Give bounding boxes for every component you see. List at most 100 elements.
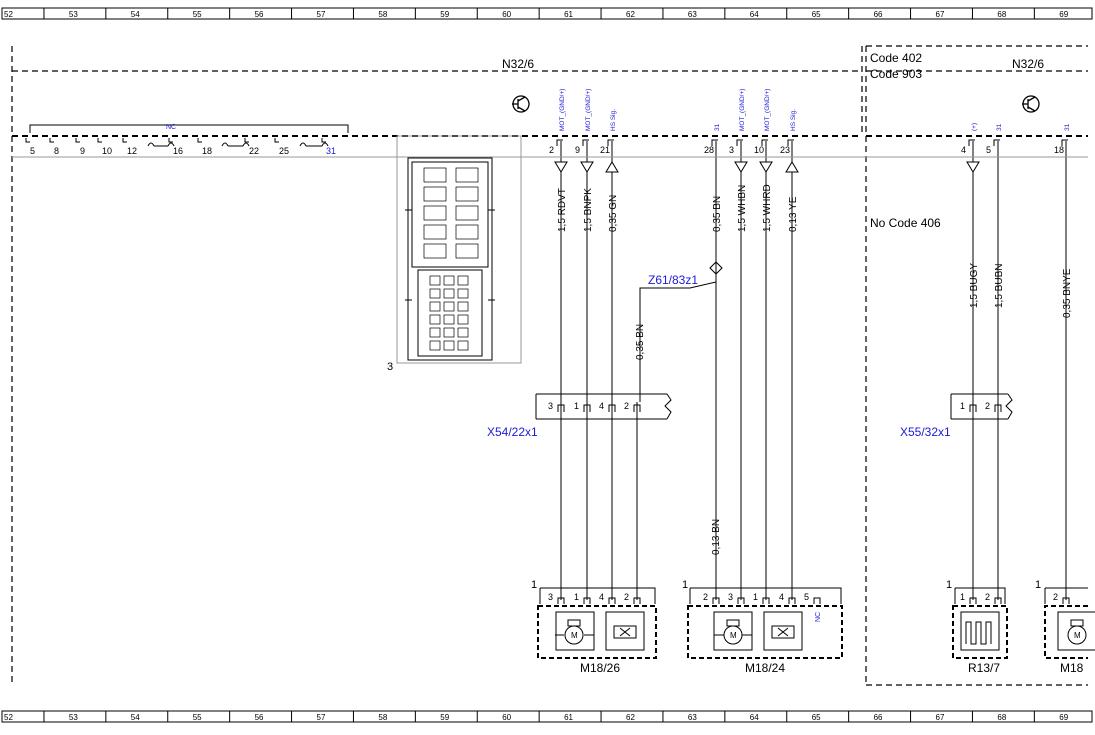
connector-x54 bbox=[535, 393, 672, 420]
pin-number: 2 bbox=[624, 592, 629, 602]
grid-label: 69 bbox=[1059, 10, 1068, 19]
pin-number: 4 bbox=[779, 592, 784, 602]
connector-x55 bbox=[950, 393, 1013, 420]
grid-label: 58 bbox=[378, 713, 387, 722]
grid-label: 67 bbox=[936, 10, 945, 19]
signal-label: 31 bbox=[996, 123, 1003, 131]
grid-label: 68 bbox=[997, 10, 1006, 19]
component-m18-26-label: M18/26 bbox=[580, 661, 620, 675]
grid-label: 59 bbox=[440, 10, 449, 19]
component-m18-right-ref: 1 bbox=[1035, 579, 1041, 591]
pin-number: 2 bbox=[1053, 592, 1058, 602]
grid-label: 54 bbox=[131, 713, 140, 722]
grid-label: 64 bbox=[750, 10, 759, 19]
no-code-406-label: No Code 406 bbox=[870, 216, 941, 230]
splice-wire-down: 0,35 BN bbox=[635, 324, 646, 360]
signal-label: MOT_(GND/+) bbox=[739, 89, 746, 131]
connector-x54-label: X54/22x1 bbox=[487, 425, 538, 439]
grid-label: 52 bbox=[4, 10, 13, 19]
pin-number: 3 bbox=[548, 401, 553, 411]
grid-label: 68 bbox=[997, 713, 1006, 722]
signal-label: MOT_(GND/+) bbox=[559, 89, 566, 131]
grid-label: 63 bbox=[688, 713, 697, 722]
grid-label: 64 bbox=[750, 713, 759, 722]
grid-label: 57 bbox=[317, 713, 326, 722]
grid-label: 53 bbox=[69, 713, 78, 722]
signal-label: 31 bbox=[714, 123, 721, 131]
pin-number: 5 bbox=[30, 146, 35, 156]
pin-number: 23 bbox=[780, 145, 790, 155]
signal-label: MOT_(GND/+) bbox=[764, 89, 771, 131]
grid-label: 55 bbox=[193, 10, 202, 19]
grid-label: 65 bbox=[812, 10, 821, 19]
motor-icon: M bbox=[730, 631, 737, 640]
transistor-icon bbox=[1022, 95, 1040, 113]
splice-label: Z61/83z1 bbox=[648, 273, 698, 287]
grid-label: 56 bbox=[255, 713, 264, 722]
connector-x55-label: X55/32x1 bbox=[900, 425, 951, 439]
pin-number: 4 bbox=[961, 145, 966, 155]
pin-number: 9 bbox=[575, 145, 580, 155]
pin-number: 1 bbox=[574, 401, 579, 411]
module-border-right bbox=[865, 45, 1088, 686]
grid-label: 60 bbox=[502, 10, 511, 19]
pin-number: 10 bbox=[754, 145, 764, 155]
component-r13-7-label: R13/7 bbox=[968, 661, 1000, 675]
wire-color-label: 1,5 BNPK bbox=[583, 188, 594, 232]
wire-color-label: 0,35 GN bbox=[608, 195, 619, 232]
wire-color-label: 1,5 BUBN bbox=[994, 264, 1005, 308]
grid-label: 61 bbox=[564, 713, 573, 722]
pin-number: 1 bbox=[574, 592, 579, 602]
component-m18-26-ref: 1 bbox=[531, 579, 537, 591]
connector-3-housing bbox=[396, 135, 522, 364]
signal-label: HS Sig. bbox=[790, 109, 797, 131]
pin-number: 2 bbox=[624, 401, 629, 411]
module-name-left: N32/6 bbox=[502, 57, 534, 71]
grid-label: 60 bbox=[502, 713, 511, 722]
grid-label: 62 bbox=[626, 10, 635, 19]
grid-label: 69 bbox=[1059, 713, 1068, 722]
module-name-right: N32/6 bbox=[1012, 57, 1044, 71]
pin-number: 1 bbox=[753, 592, 758, 602]
component-m18-24 bbox=[687, 587, 843, 659]
wire-color-label: 0,35 BNYE bbox=[1062, 268, 1073, 318]
pin-number: 3 bbox=[729, 145, 734, 155]
grid-label: 58 bbox=[378, 10, 387, 19]
pin-number: 21 bbox=[600, 145, 610, 155]
splice-wire-low: 0,13 BN bbox=[711, 519, 722, 555]
grid-label: 65 bbox=[812, 713, 821, 722]
transistor-icon bbox=[512, 95, 530, 113]
wire-color-label: 1,5 RDVT bbox=[557, 188, 568, 232]
grid-label: 66 bbox=[874, 10, 883, 19]
pin-number: 1 bbox=[960, 401, 965, 411]
nc-label: NC bbox=[166, 124, 176, 131]
component-m18-24-ref: 1 bbox=[682, 579, 688, 591]
pin-number: 8 bbox=[54, 146, 59, 156]
component-r13-7-ref: 1 bbox=[946, 579, 952, 591]
grid-label: 55 bbox=[193, 713, 202, 722]
wires: MOT_(GND/+) 2 1,5 RDVT MOT_(GND/+) 9 1,5 BNPK… bbox=[12, 89, 1088, 604]
signal-label: 31 bbox=[1064, 123, 1071, 131]
wire-color-label: 0,35 BN bbox=[712, 196, 723, 232]
pin-number: 4 bbox=[599, 592, 604, 602]
wire-color-label: 1,5 WHRD bbox=[762, 184, 773, 232]
grid-label: 52 bbox=[4, 713, 13, 722]
pin-number: 16 bbox=[173, 146, 183, 156]
pin-number: 5 bbox=[986, 145, 991, 155]
pin-number: 1 bbox=[960, 592, 965, 602]
component-m18-24-label: M18/24 bbox=[745, 661, 785, 675]
connector-ref: 3 bbox=[387, 361, 393, 373]
code-402-label: Code 402 bbox=[870, 51, 922, 65]
nc-bracket bbox=[29, 124, 349, 133]
pin-number: 18 bbox=[202, 146, 212, 156]
pin-number: 2 bbox=[985, 592, 990, 602]
pin-number: 31 bbox=[326, 146, 336, 156]
grid-label: 53 bbox=[69, 10, 78, 19]
component-m18-right-label: M18 bbox=[1060, 661, 1084, 675]
pin-number: 9 bbox=[80, 146, 85, 156]
